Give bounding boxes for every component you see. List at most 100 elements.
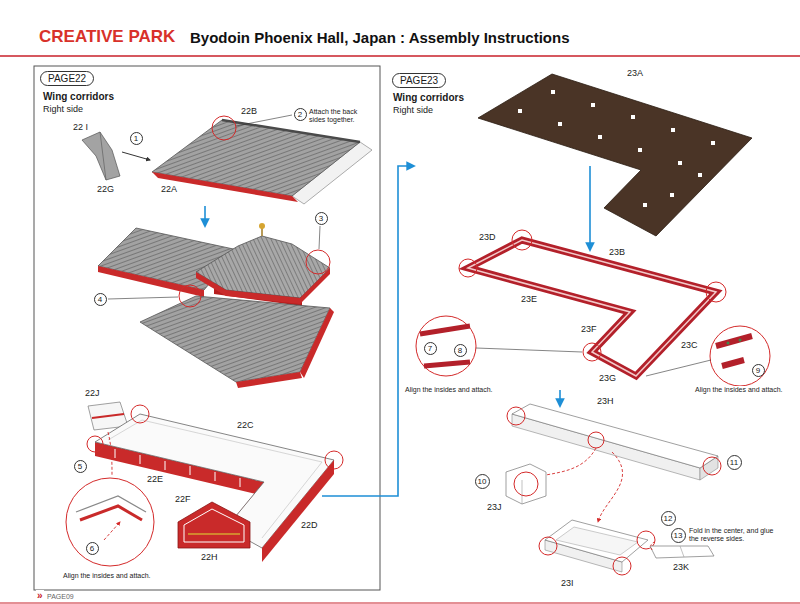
page-tag: PAGE23 xyxy=(392,73,446,88)
guide-arrow xyxy=(651,541,656,550)
callout-number: 6 xyxy=(86,542,99,555)
callout-text: 6 xyxy=(90,543,94,554)
part-22i xyxy=(82,132,120,180)
assembly-note: Fold in the center, and glue the reverse… xyxy=(688,527,784,543)
page-panel xyxy=(34,66,380,590)
part-23j xyxy=(522,480,523,504)
section-subheading: Right side xyxy=(392,105,434,115)
section-heading: Wing corridors xyxy=(42,91,115,103)
brand-logo: CREATIVE PARK xyxy=(38,27,176,47)
gable-22h xyxy=(188,533,240,535)
part-label: 22 I xyxy=(72,122,89,132)
flow-arrow xyxy=(589,166,591,250)
detail-inset xyxy=(424,362,470,366)
part-label: 23F xyxy=(580,324,598,334)
plate-23a xyxy=(551,90,555,94)
part-22j xyxy=(92,414,124,418)
page-tag: PAGE22 xyxy=(40,71,94,86)
plate-23a xyxy=(698,173,702,177)
part-label: 22C xyxy=(236,420,255,430)
detail-inset xyxy=(104,522,120,540)
detail-inset xyxy=(420,326,470,334)
assembly-arrow xyxy=(122,152,150,160)
part-23j xyxy=(506,464,546,504)
guide-arrow xyxy=(540,448,596,476)
frame-22 xyxy=(140,455,141,464)
callout-number: 10 xyxy=(475,474,490,489)
callout-number: 3 xyxy=(315,212,328,225)
highlight-circle xyxy=(514,472,538,496)
header-rule xyxy=(0,55,800,57)
assembly-note: Align the insides and attach. xyxy=(404,386,494,394)
part-23k xyxy=(650,546,714,558)
part-label: 23K xyxy=(672,562,690,572)
highlight-circle xyxy=(706,282,726,302)
detail-inset xyxy=(727,342,730,345)
part-23i xyxy=(556,527,638,555)
part-23k xyxy=(680,546,684,557)
plate-23a xyxy=(631,115,635,119)
roof-cluster xyxy=(261,228,263,236)
callout-text: 5 xyxy=(78,461,82,472)
plate-23a xyxy=(678,161,682,165)
frame-23 xyxy=(468,240,716,376)
plate-23a xyxy=(478,74,752,236)
detail-inset xyxy=(80,506,142,520)
callout-number: 11 xyxy=(727,455,742,470)
plate-23a xyxy=(518,109,522,113)
callout-text: 12 xyxy=(664,512,673,525)
frame-23 xyxy=(468,240,716,376)
section-heading: Wing corridors xyxy=(392,92,465,104)
page-tag-text: PAGE23 xyxy=(400,74,438,87)
highlight-circle xyxy=(179,285,201,307)
callout-text: 4 xyxy=(98,294,102,305)
roof-cluster xyxy=(300,308,334,378)
frame-22 xyxy=(262,460,334,562)
flow-arrow xyxy=(559,390,561,406)
leader-line xyxy=(646,360,711,376)
detail-inset xyxy=(416,316,476,376)
detail-inset xyxy=(722,360,744,366)
highlight-circle xyxy=(539,537,557,555)
part-23i xyxy=(545,520,648,562)
leader-line xyxy=(476,348,582,352)
callout-number: 9 xyxy=(752,364,765,377)
frame-22 xyxy=(115,449,116,458)
callout-text: 8 xyxy=(458,345,462,356)
part-label: 23B xyxy=(608,247,626,257)
gable-22h xyxy=(184,509,244,542)
part-23h xyxy=(512,404,718,480)
roof-cluster xyxy=(98,266,204,297)
guide-arrow xyxy=(108,432,112,476)
part-label: 23J xyxy=(486,502,503,512)
flow-arrow xyxy=(322,166,414,496)
plate-23a xyxy=(670,193,674,197)
highlight-circle xyxy=(703,457,721,475)
part-label: 23D xyxy=(478,232,497,242)
callout-text: 11 xyxy=(730,456,738,469)
part-23i xyxy=(545,520,648,572)
page-tag-text: PAGE22 xyxy=(48,72,86,85)
highlight-circle xyxy=(512,230,532,250)
roof-cluster xyxy=(236,372,302,388)
roof-22a xyxy=(152,120,372,204)
callout-number: 1 xyxy=(130,132,143,145)
frame-22 xyxy=(215,472,216,481)
frame-22 xyxy=(190,466,191,475)
detail-inset xyxy=(739,339,742,342)
detail-inset xyxy=(710,326,770,386)
highlight-circle xyxy=(459,259,477,277)
highlight-circle xyxy=(131,405,149,423)
part-label: 22E xyxy=(146,474,164,484)
plate-23a xyxy=(478,74,752,236)
roof-cluster xyxy=(98,223,334,388)
footer-rule xyxy=(0,603,800,604)
part-22i xyxy=(82,132,120,180)
callout-number: 7 xyxy=(424,342,437,355)
part-label: 22J xyxy=(84,388,101,398)
callout-text: 7 xyxy=(428,343,432,354)
section-subheading: Right side xyxy=(42,104,84,114)
highlight-circle xyxy=(613,557,631,575)
roof-cluster xyxy=(259,223,265,229)
